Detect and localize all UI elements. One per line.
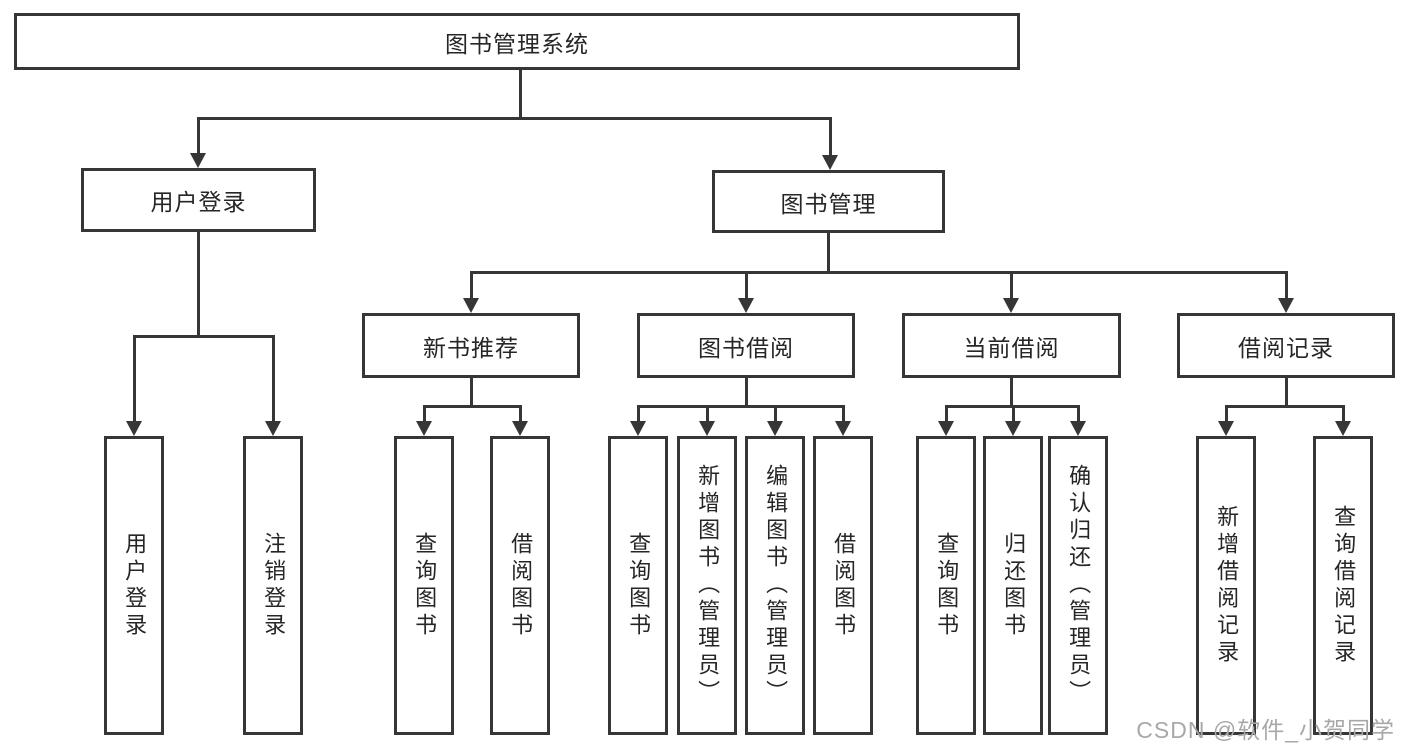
connector-line xyxy=(705,406,709,422)
node-book-management: 图书管理 xyxy=(712,170,945,233)
connector-line xyxy=(944,406,948,422)
connector-line xyxy=(1224,404,1345,408)
leaf-query-borrow-record: 查询借阅记录 xyxy=(1313,436,1373,735)
arrow-down-icon xyxy=(938,421,954,436)
arrow-down-icon xyxy=(738,298,754,313)
arrow-down-icon xyxy=(463,298,479,313)
connector-line xyxy=(196,116,832,120)
node-current-borrow: 当前借阅 xyxy=(902,313,1121,378)
arrow-down-icon xyxy=(1070,421,1086,436)
connector-line xyxy=(196,118,200,154)
arrow-down-icon xyxy=(699,421,715,436)
arrow-down-icon xyxy=(512,421,528,436)
node-borrow-records: 借阅记录 xyxy=(1177,313,1395,378)
arrow-down-icon xyxy=(1003,298,1019,313)
node-book-borrow: 图书借阅 xyxy=(637,313,855,378)
leaf-add-borrow-record: 新增借阅记录 xyxy=(1196,436,1256,735)
arrow-down-icon xyxy=(630,421,646,436)
connector-line xyxy=(469,378,473,406)
connector-line xyxy=(1284,378,1288,406)
arrow-down-icon xyxy=(1278,298,1294,313)
leaf-query-books-recommend: 查询图书 xyxy=(394,436,454,735)
connector-line xyxy=(744,272,748,299)
leaf-add-books-admin: 新增图书（管理员） xyxy=(677,436,737,735)
connector-line xyxy=(1076,406,1080,422)
leaf-edit-books-admin: 编辑图书（管理员） xyxy=(745,436,805,735)
arrow-down-icon xyxy=(265,421,281,436)
node-root: 图书管理系统 xyxy=(14,13,1020,70)
connector-line xyxy=(1009,378,1013,406)
connector-line xyxy=(518,406,522,422)
arrow-down-icon xyxy=(1005,421,1021,436)
connector-line xyxy=(422,406,426,422)
leaf-user-login: 用户登录 xyxy=(104,436,164,735)
connector-line xyxy=(773,406,777,422)
connector-line xyxy=(132,336,136,422)
arrow-down-icon xyxy=(835,421,851,436)
node-user-login: 用户登录 xyxy=(81,168,316,232)
connector-line xyxy=(636,404,845,408)
connector-line xyxy=(944,404,1080,408)
connector-line xyxy=(826,233,830,272)
connector-line xyxy=(1009,272,1013,299)
arrow-down-icon xyxy=(1218,421,1234,436)
connector-line xyxy=(271,336,275,422)
connector-line xyxy=(1011,406,1015,422)
arrow-down-icon xyxy=(822,155,838,170)
connector-line xyxy=(1284,272,1288,299)
arrow-down-icon xyxy=(1335,421,1351,436)
connector-line xyxy=(469,270,1288,274)
connector-line xyxy=(841,406,845,422)
node-new-book-recommend: 新书推荐 xyxy=(362,313,580,378)
arrow-down-icon xyxy=(126,421,142,436)
leaf-return-books: 归还图书 xyxy=(983,436,1043,735)
connector-line xyxy=(1224,406,1228,422)
leaf-borrow-books: 借阅图书 xyxy=(813,436,873,735)
connector-line xyxy=(1341,406,1345,422)
leaf-confirm-return-admin: 确认归还（管理员） xyxy=(1048,436,1108,735)
connector-line xyxy=(196,232,200,336)
leaf-borrow-books-recommend: 借阅图书 xyxy=(490,436,550,735)
connector-line xyxy=(636,406,640,422)
watermark: CSDN @软件_小贺同学 xyxy=(1136,717,1395,743)
connector-line xyxy=(132,334,275,338)
leaf-query-books-current: 查询图书 xyxy=(916,436,976,735)
arrow-down-icon xyxy=(190,153,206,168)
arrow-down-icon xyxy=(416,421,432,436)
connector-line xyxy=(744,378,748,406)
leaf-query-books-borrow: 查询图书 xyxy=(608,436,668,735)
connector-line xyxy=(469,272,473,299)
connector-line xyxy=(518,70,522,118)
leaf-logout: 注销登录 xyxy=(243,436,303,735)
arrow-down-icon xyxy=(767,421,783,436)
connector-line xyxy=(828,118,832,156)
connector-line xyxy=(422,404,522,408)
